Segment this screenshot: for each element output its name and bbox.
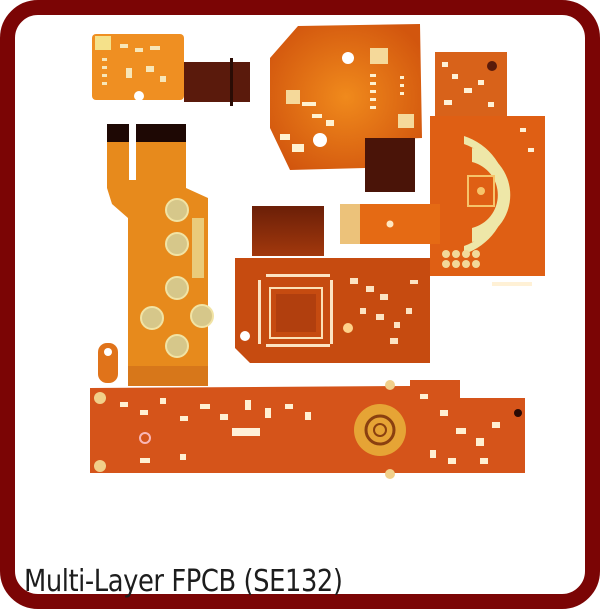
product-caption[interactable]: Multi-Layer FPCB (SE132) [24,564,343,599]
top-middle-board [270,24,422,192]
product-image[interactable] [80,18,550,493]
long-main-board [90,366,525,479]
right-encoder-board [340,52,545,286]
small-sensor-board [92,34,250,106]
flexible-pcb-photo-icon [90,24,545,479]
left-button-board [98,124,214,383]
chip-board [235,206,430,363]
